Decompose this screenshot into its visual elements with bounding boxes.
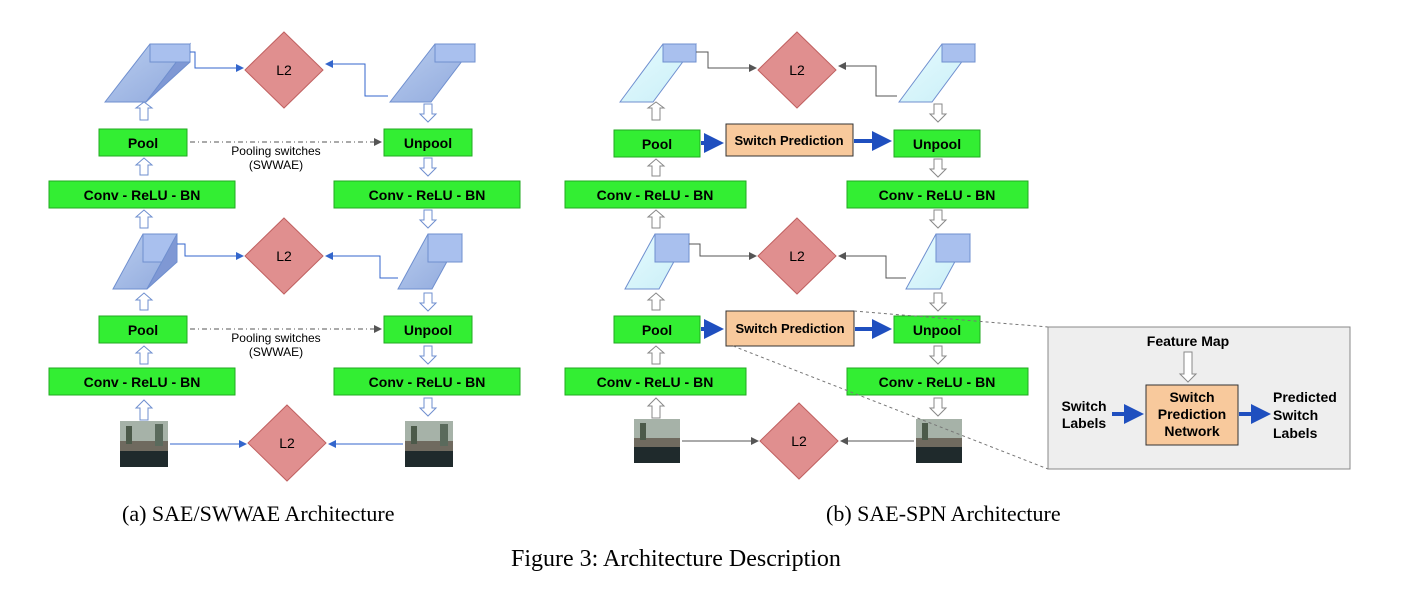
l2-label: L2 (789, 62, 805, 78)
l2-label: L2 (791, 433, 807, 449)
caption-b: (b) SAE-SPN Architecture (826, 501, 1061, 526)
conv-block-top-right: Conv - ReLU - BN (846, 180, 1029, 209)
conv-label: Conv - ReLU - BN (879, 374, 996, 390)
pooling-switches-label: Pooling switches (231, 144, 320, 158)
feature-tensor-top-right (898, 43, 976, 103)
swwae-label: (SWWAE) (249, 158, 303, 172)
l2-diamond-mid: L2 (244, 217, 324, 295)
feature-tensor-mid-right (905, 233, 971, 290)
unpool-block-top: Unpool (383, 128, 473, 157)
l2-diamond-bottom: L2 (759, 402, 839, 480)
switch-prediction-bottom: Switch Prediction (725, 310, 855, 347)
reconstructed-image (916, 419, 962, 463)
l2-label: L2 (276, 248, 292, 264)
pool-label: Pool (642, 136, 672, 152)
l2-diamond-top: L2 (757, 31, 837, 109)
reconstructed-image (405, 421, 453, 467)
switch-prediction-top: Switch Prediction (725, 123, 854, 157)
pool-block-bottom: Pool (613, 315, 701, 344)
down-arrow (418, 103, 438, 123)
pool-block-top: Pool (98, 128, 188, 157)
conv-block-top-left: Conv - ReLU - BN (48, 180, 236, 209)
conv-block-top-left: Conv - ReLU - BN (564, 180, 747, 209)
conv-label: Conv - ReLU - BN (597, 187, 714, 203)
input-image (634, 419, 680, 463)
conv-block-bottom-right: Conv - ReLU - BN (333, 367, 521, 396)
conv-label: Conv - ReLU - BN (879, 187, 996, 203)
unpool-block-bottom: Unpool (383, 315, 473, 344)
feature-tensor-mid-left (624, 233, 690, 290)
predicted-labels-line1: Predicted (1273, 389, 1337, 405)
switch-prediction-inset: Feature Map Switch Prediction Network Sw… (1047, 326, 1351, 470)
caption-a: (a) SAE/SWWAE Architecture (122, 501, 395, 526)
feature-tensor-top-right (388, 43, 477, 103)
network-label-line3: Network (1164, 423, 1219, 439)
unpool-label: Unpool (913, 322, 961, 338)
pool-label: Pool (128, 322, 158, 338)
conv-label: Conv - ReLU - BN (597, 374, 714, 390)
figure-caption: Figure 3: Architecture Description (511, 546, 841, 572)
unpool-label: Unpool (404, 135, 452, 151)
unpool-block-top: Unpool (893, 129, 981, 158)
feature-tensor-mid-right (397, 233, 463, 290)
feature-tensor-top-left (103, 42, 192, 103)
network-label-line1: Switch (1169, 389, 1214, 405)
swwae-label: (SWWAE) (249, 345, 303, 359)
switch-labels-line2: Labels (1062, 415, 1107, 431)
switch-prediction-label: Switch Prediction (734, 133, 843, 148)
network-label-line2: Prediction (1158, 406, 1226, 422)
panel-a: L2 Pool Unpool Pooling switches (SWWAE) … (48, 31, 521, 482)
l2-diamond-bottom: L2 (247, 404, 327, 482)
switch-prediction-label: Switch Prediction (735, 321, 844, 336)
pool-block-top: Pool (613, 129, 701, 158)
up-arrow (134, 101, 154, 121)
unpool-label: Unpool (913, 136, 961, 152)
conv-block-top-right: Conv - ReLU - BN (333, 180, 521, 209)
conv-block-bottom-left: Conv - ReLU - BN (48, 367, 236, 396)
l2-diamond-mid: L2 (757, 217, 837, 295)
l2-label: L2 (789, 248, 805, 264)
feature-tensor-mid-left (112, 233, 178, 290)
conv-label: Conv - ReLU - BN (84, 187, 201, 203)
conv-block-bottom-right: Conv - ReLU - BN (846, 367, 1029, 396)
switch-labels-line1: Switch (1061, 398, 1106, 414)
conv-label: Conv - ReLU - BN (84, 374, 201, 390)
pool-label: Pool (642, 322, 672, 338)
pooling-switches-label: Pooling switches (231, 331, 320, 345)
feature-tensor-top-left (619, 43, 697, 103)
panel-b: L2 Pool Switch Prediction Unpool Conv - … (564, 31, 1351, 480)
l2-label: L2 (279, 435, 295, 451)
conv-label: Conv - ReLU - BN (369, 374, 486, 390)
pool-block-bottom: Pool (98, 315, 188, 344)
unpool-label: Unpool (404, 322, 452, 338)
l2-label: L2 (276, 62, 292, 78)
conv-label: Conv - ReLU - BN (369, 187, 486, 203)
conv-block-bottom-left: Conv - ReLU - BN (564, 367, 747, 396)
l2-diamond-top: L2 (244, 31, 324, 109)
input-image (120, 421, 168, 467)
feature-map-label: Feature Map (1147, 333, 1229, 349)
predicted-labels-line3: Labels (1273, 425, 1318, 441)
unpool-block-bottom: Unpool (893, 315, 981, 344)
pool-label: Pool (128, 135, 158, 151)
predicted-labels-line2: Switch (1273, 407, 1318, 423)
